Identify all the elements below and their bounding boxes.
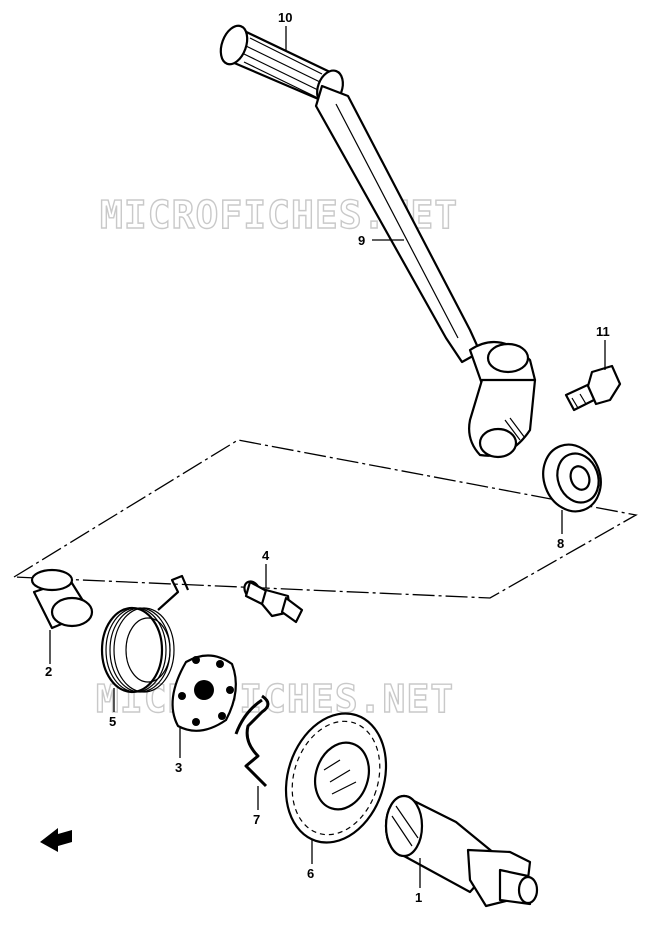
part-8-oil-seal xyxy=(542,443,602,513)
part-6-kick-gear xyxy=(284,712,388,844)
callout-5: 5 xyxy=(109,714,116,729)
callout-7: 7 xyxy=(253,812,260,827)
part-11-bolt xyxy=(564,364,622,412)
callout-4: 4 xyxy=(262,548,270,563)
callout-10: 10 xyxy=(278,10,292,25)
part-3-spring-guide xyxy=(171,654,237,732)
leader-lines xyxy=(49,26,606,888)
part-4-stud xyxy=(243,580,304,624)
front-direction-arrow-icon xyxy=(40,828,72,852)
callout-1: 1 xyxy=(415,890,422,905)
assembly-boundary-line xyxy=(13,439,638,599)
callout-3: 3 xyxy=(175,760,182,775)
callout-9: 9 xyxy=(358,233,365,248)
part-7-stopper xyxy=(234,694,270,788)
part-5-return-spring xyxy=(100,574,190,694)
callout-2: 2 xyxy=(45,664,52,679)
callout-11: 11 xyxy=(596,324,610,339)
callout-6: 6 xyxy=(307,866,314,881)
callout-8: 8 xyxy=(557,536,564,551)
part-1-kick-shaft xyxy=(384,794,539,908)
watermark-bottom: MICROFICHES.NET xyxy=(96,677,454,721)
part-9-kick-lever xyxy=(314,84,537,459)
part-2-bush xyxy=(30,568,94,630)
